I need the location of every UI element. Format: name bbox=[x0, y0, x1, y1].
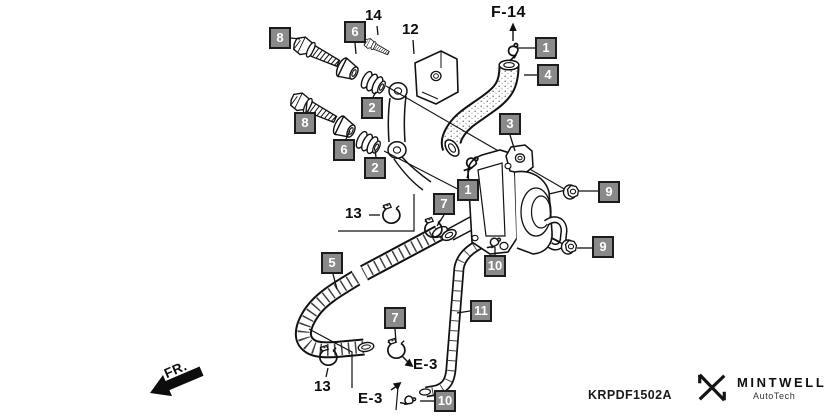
label-13-lower: 13 bbox=[314, 378, 331, 395]
ref-link-e3-right[interactable]: E-3 bbox=[413, 356, 438, 373]
callout-4-pipe[interactable]: 4 bbox=[537, 64, 559, 86]
brand-name: MINTWELL bbox=[737, 375, 827, 390]
tube-clamp-part13-upper bbox=[381, 202, 401, 225]
flange-nut-part9-upper bbox=[562, 184, 580, 200]
air-injection-pipe-part4 bbox=[440, 59, 520, 157]
callout-6-collar-upper[interactable]: 6 bbox=[344, 21, 366, 43]
callout-3-valve[interactable]: 3 bbox=[499, 113, 521, 135]
screw-part14 bbox=[362, 36, 392, 58]
flange-bolt-part8-upper bbox=[290, 33, 343, 72]
mintwell-logo-icon bbox=[698, 373, 726, 402]
fr-direction-arrow: FR. bbox=[150, 358, 204, 397]
flange-nut-part9-lower bbox=[560, 239, 578, 255]
clip-part1-upper bbox=[504, 42, 522, 62]
callout-7-clamp-bottom[interactable]: 7 bbox=[384, 307, 406, 329]
f14-reference-arrow bbox=[509, 22, 517, 41]
alignment-line-upper bbox=[385, 85, 567, 191]
ref-link-f14[interactable]: F-14 bbox=[491, 4, 526, 21]
rubber-grommet-part2-upper bbox=[358, 69, 389, 98]
air-suction-hose-part5 bbox=[294, 225, 449, 359]
callout-2-grommet-upper[interactable]: 2 bbox=[361, 97, 383, 119]
diagram-part-code: KRPDF1502A bbox=[588, 388, 672, 402]
brand-subtitle: AutoTech bbox=[753, 391, 796, 401]
leader-lines bbox=[290, 25, 598, 411]
label-13-upper: 13 bbox=[345, 205, 362, 222]
callout-9-nut-upper[interactable]: 9 bbox=[598, 181, 620, 203]
callout-6-collar-lower[interactable]: 6 bbox=[333, 139, 355, 161]
callout-8-bolt-upper[interactable]: 8 bbox=[269, 27, 291, 49]
clip-part10-lower bbox=[399, 391, 417, 410]
callout-1-clip-lower[interactable]: 1 bbox=[457, 179, 479, 201]
callout-10-clip-upper[interactable]: 10 bbox=[484, 255, 506, 277]
callout-7-clamp-mid[interactable]: 7 bbox=[433, 193, 455, 215]
callout-8-bolt-lower[interactable]: 8 bbox=[294, 112, 316, 134]
callout-1-clip-upper[interactable]: 1 bbox=[535, 37, 557, 59]
air-injection-control-valve-part3 bbox=[441, 144, 568, 255]
callout-5-hose[interactable]: 5 bbox=[321, 252, 343, 274]
e3-reference-arrows bbox=[390, 355, 414, 391]
callout-2-grommet-lower[interactable]: 2 bbox=[364, 157, 386, 179]
stay-bracket-part12 bbox=[387, 50, 459, 191]
callout-10-clip-lower[interactable]: 10 bbox=[434, 390, 456, 412]
rubber-grommet-part2-lower bbox=[353, 129, 384, 158]
ref-link-e3-left[interactable]: E-3 bbox=[358, 390, 383, 407]
brand-logo: MINTWELL AutoTech bbox=[695, 371, 826, 405]
label-12: 12 bbox=[402, 21, 419, 38]
callout-11-tube[interactable]: 11 bbox=[470, 300, 492, 322]
callout-9-nut-lower[interactable]: 9 bbox=[592, 236, 614, 258]
label-14: 14 bbox=[365, 7, 382, 24]
